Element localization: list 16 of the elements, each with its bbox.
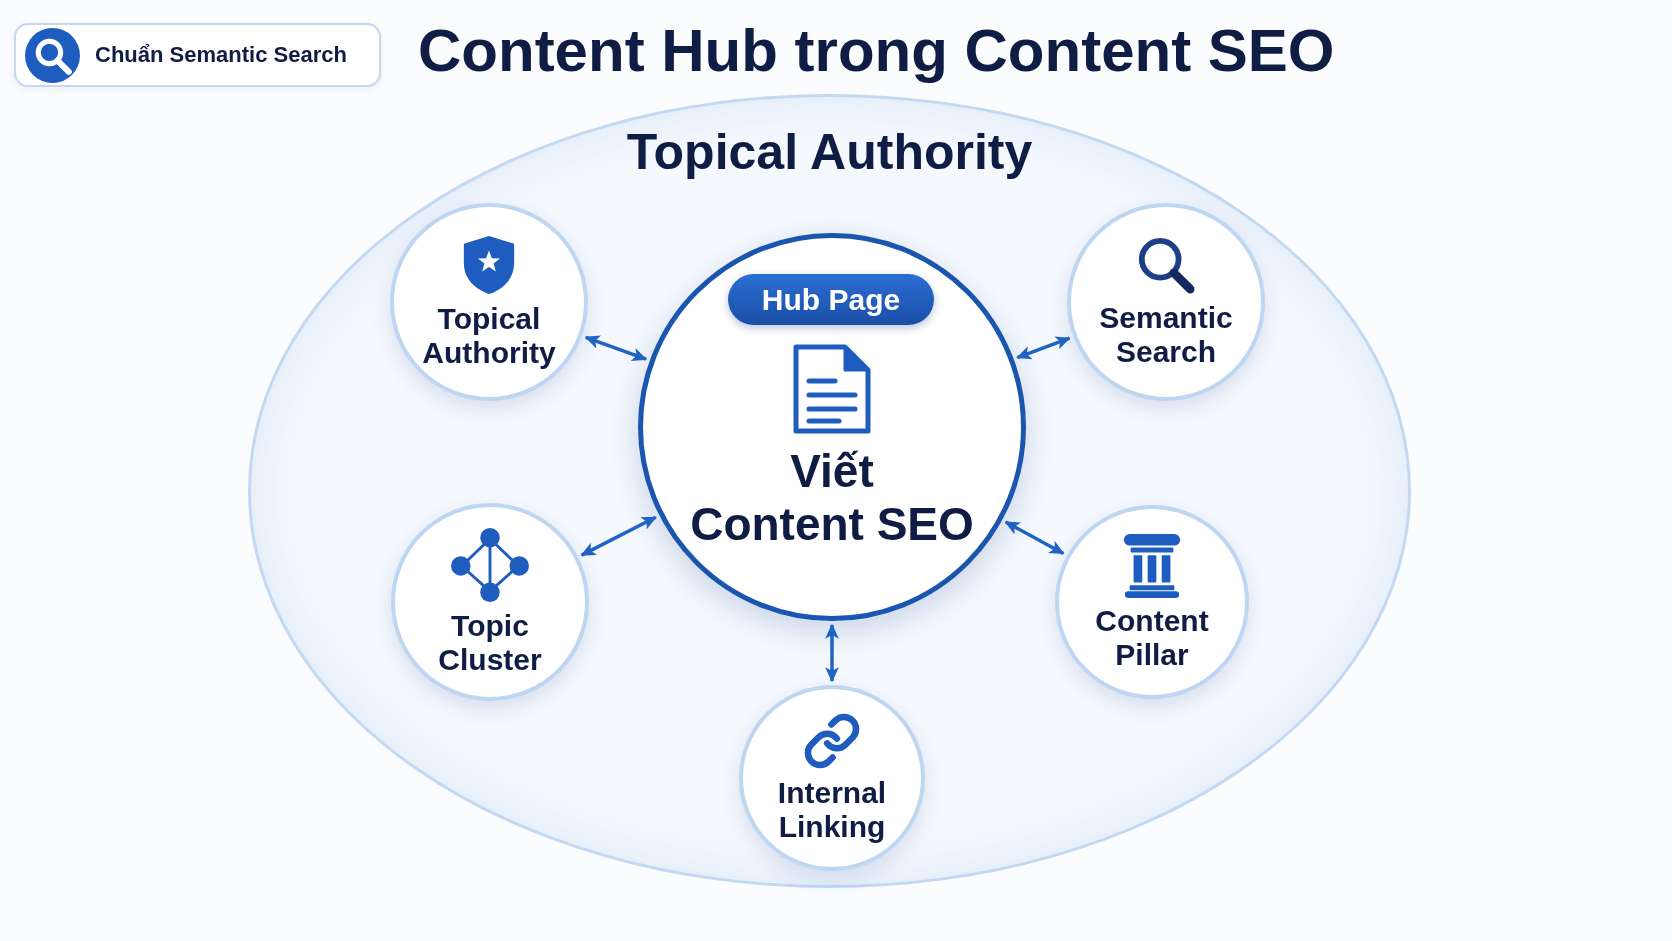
hub-title: Viết Content SEO (689, 445, 975, 551)
double-arrow (584, 335, 648, 361)
topic-label: Topical Authority (421, 302, 557, 370)
double-arrow (825, 623, 839, 683)
search-badge (14, 23, 381, 87)
hub-pill: Hub Page (728, 274, 934, 325)
double-arrow (580, 515, 657, 557)
topic-label: Internal Linking (776, 776, 888, 844)
topic-label: Content Pillar (1094, 604, 1210, 672)
topic-label: Topic Cluster (437, 609, 543, 677)
topic-label: Semantic Search (1098, 301, 1234, 369)
page-title: Content Hub trong Content SEO (418, 16, 1335, 86)
double-arrow (1016, 336, 1071, 360)
area-heading: Topical Authority (626, 123, 1033, 181)
badge-label: Chuẩn Semantic Search (95, 41, 347, 69)
double-arrow (1004, 520, 1065, 556)
